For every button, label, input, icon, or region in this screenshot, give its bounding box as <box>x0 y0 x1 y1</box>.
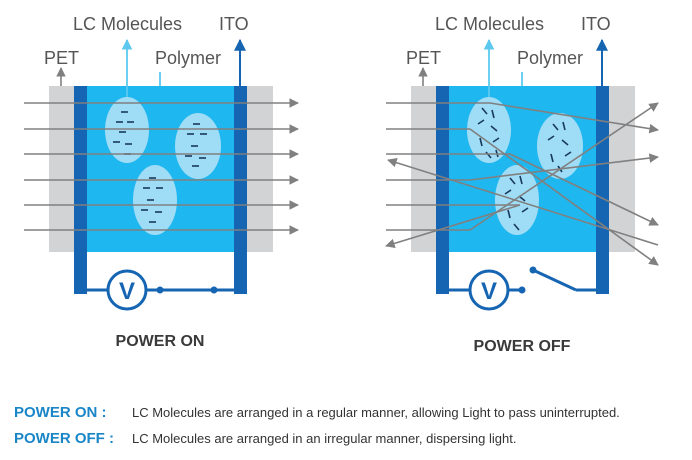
caption-power-off: POWER OFF <box>474 338 571 355</box>
switch-contact <box>518 286 526 294</box>
legend-key: POWER ON : <box>14 404 107 421</box>
ito-electrode-right <box>596 86 609 294</box>
label-lc-molecules: LC Molecules <box>73 14 182 34</box>
legend-description: LC Molecules are arranged in a regular m… <box>132 405 620 420</box>
ito-electrode-left <box>74 86 87 294</box>
label-pet: PET <box>406 48 441 68</box>
switch-contact <box>210 286 218 294</box>
legend-description: LC Molecules are arranged in an irregula… <box>132 431 517 446</box>
label-ito: ITO <box>581 14 611 34</box>
legend-row-power-off: POWER OFF : LC Molecules are arranged in… <box>14 430 516 447</box>
label-pet: PET <box>44 48 79 68</box>
voltmeter-symbol: V <box>119 278 135 305</box>
voltmeter-icon <box>468 269 510 311</box>
switch-contact <box>156 286 164 294</box>
ito-electrode-left <box>436 86 449 294</box>
light-rays-scattered <box>385 102 659 266</box>
open-switch <box>532 268 577 292</box>
legend-key: POWER OFF : <box>14 430 114 447</box>
voltmeter-icon <box>106 269 148 311</box>
lc-droplet <box>105 97 149 163</box>
ito-electrode-right <box>234 86 247 294</box>
lc-droplet <box>467 97 511 163</box>
light-rays-straight <box>24 98 299 235</box>
switch-contact <box>529 266 537 274</box>
voltmeter-symbol: V <box>481 278 497 305</box>
label-polymer: Polymer <box>517 48 583 68</box>
panel-power-on: V <box>24 14 299 350</box>
label-polymer: Polymer <box>155 48 221 68</box>
lc-droplet <box>175 113 221 179</box>
lc-droplet <box>133 165 177 235</box>
label-lc-molecules: LC Molecules <box>435 14 544 34</box>
legend-row-power-on: POWER ON : LC Molecules are arranged in … <box>14 404 620 421</box>
label-ito: ITO <box>219 14 249 34</box>
panel-power-off: V <box>385 14 659 355</box>
lc-droplet <box>537 113 583 179</box>
caption-power-on: POWER ON <box>116 333 205 350</box>
